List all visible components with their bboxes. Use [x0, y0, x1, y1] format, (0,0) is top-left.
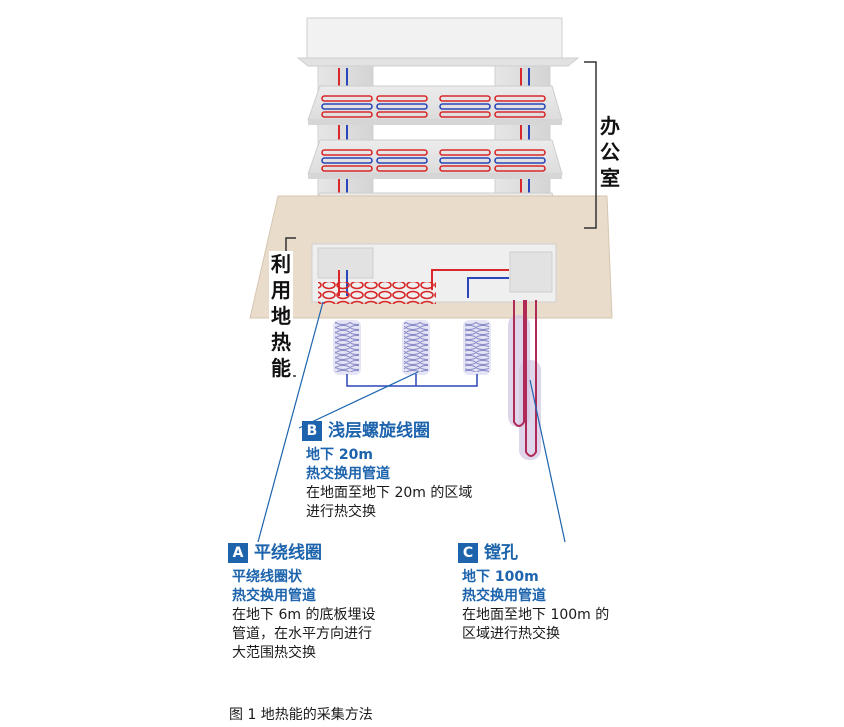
floor-heating-pipe [321, 111, 373, 118]
floor-heating-pipe [494, 149, 546, 156]
callout-b-desc2: 进行热交换 [306, 504, 376, 520]
callout-c-title: 镗孔 [484, 543, 518, 563]
office-bracket [584, 61, 597, 229]
floor-slab-edge [308, 120, 562, 125]
floor-heating-pipe [439, 149, 491, 156]
floor-heating-pipe [376, 157, 428, 164]
spiral-coils [333, 320, 491, 387]
callout-a-sub2: 热交换用管道 [232, 588, 316, 604]
floor-heating-pipe [321, 165, 373, 172]
floor-heating-pipe [494, 157, 546, 164]
callout-a-desc2: 管道，在水平方向进行 [232, 626, 372, 642]
geothermal-label: 利用地热能 [269, 251, 293, 381]
leader-lines [257, 301, 566, 543]
callout-c-desc2: 区域进行热交换 [462, 626, 560, 642]
floor-heating-pipe [494, 111, 546, 118]
floor-heating-pipe [321, 157, 373, 164]
callout-b-title: 浅层螺旋线圈 [328, 421, 430, 441]
callout-a-sub1: 平绕线圈状 [232, 569, 302, 585]
floor-slab-edge [308, 174, 562, 179]
floor-heating-pipe [494, 165, 546, 172]
callout-a-desc3: 大范围热交换 [232, 645, 316, 661]
callout-c-sub2: 热交换用管道 [462, 588, 546, 604]
floor-heating-pipe [439, 95, 491, 102]
callout-b: B 浅层螺旋线圈 地下 20m 热交换用管道 在地面至地下 20m 的区域 进行… [302, 420, 472, 522]
floor-slab [307, 139, 563, 175]
floor-heating-pipe [376, 165, 428, 172]
badge-a: A [228, 543, 248, 563]
callout-a-desc1: 在地下 6m 的底板埋设 [232, 607, 376, 623]
floor-heating-pipe [376, 149, 428, 156]
badge-c: C [458, 543, 478, 563]
callout-a: A 平绕线圈 平绕线圈状 热交换用管道 在地下 6m 的底板埋设 管道，在水平方… [228, 542, 375, 663]
boreholes [508, 300, 541, 460]
floor-heating-pipe [376, 103, 428, 110]
office-label: 办公室 [600, 114, 620, 190]
figure-caption: 图 1 地热能的采集方法 [229, 707, 373, 723]
floor-heating-pipe [439, 103, 491, 110]
floor-slab [307, 85, 563, 121]
floor-heating-pipe [321, 149, 373, 156]
badge-b: B [302, 421, 322, 441]
floor-heating-pipe [439, 111, 491, 118]
floor-heating-pipe [439, 157, 491, 164]
callout-a-title: 平绕线圈 [254, 543, 322, 563]
callout-b-sub2: 热交换用管道 [306, 466, 390, 482]
floor-heating-pipe [439, 165, 491, 172]
callout-c-desc1: 在地面至地下 100m 的 [462, 607, 610, 623]
horizontal-coil [318, 269, 509, 304]
roof [296, 17, 580, 67]
callout-b-sub1: 地下 20m [306, 447, 373, 463]
floor-heating-pipe [376, 95, 428, 102]
callout-c: C 镗孔 地下 100m 热交换用管道 在地面至地下 100m 的 区域进行热交… [458, 542, 609, 644]
floor-heating-pipe [321, 95, 373, 102]
floor-heating-pipe [321, 103, 373, 110]
floor-heating-pipe [494, 95, 546, 102]
callout-b-desc1: 在地面至地下 20m 的区域 [306, 485, 473, 501]
floor-heating-pipe [494, 103, 546, 110]
callout-c-sub1: 地下 100m [462, 569, 539, 585]
floor-heating-pipe [376, 111, 428, 118]
